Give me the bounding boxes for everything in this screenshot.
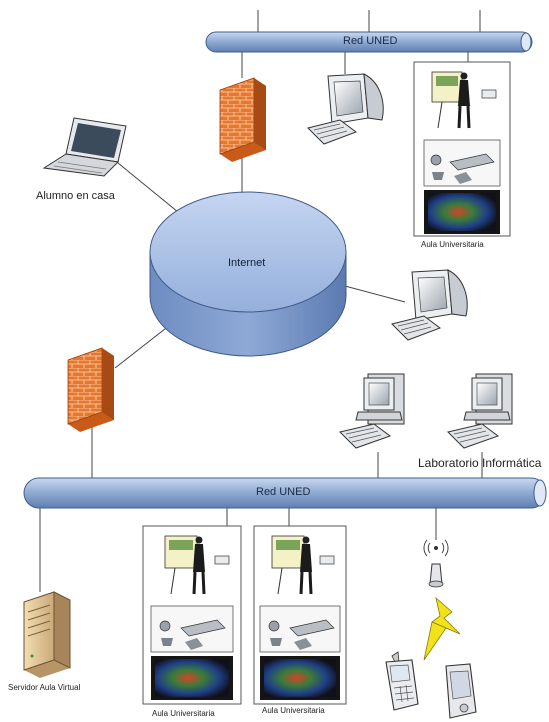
internet-label: Internet xyxy=(228,257,266,269)
classroom-panel-bottom-right xyxy=(253,525,347,705)
bottom-network-bus xyxy=(23,477,547,509)
lightning-icon xyxy=(423,596,461,661)
home-student-label: Alumno en casa xyxy=(36,190,115,202)
classroom-panel-top xyxy=(413,61,511,237)
mobile-phone-icon xyxy=(385,651,419,711)
classroom-bottom-right-label: Aula Universitaria xyxy=(262,706,325,715)
internet-disc xyxy=(149,191,347,357)
classroom-top-label: Aula Universitaria xyxy=(421,240,484,249)
virtual-server-label: Servidor Aula Virtual xyxy=(8,683,81,692)
videoconference-kit-icon xyxy=(423,139,501,187)
display-screen-icon xyxy=(424,190,500,234)
display-screen-icon xyxy=(260,656,340,700)
presenter-icon xyxy=(271,535,335,595)
classroom-bottom-left-label: Aula Universitaria xyxy=(152,709,215,718)
wireless-access-point-icon xyxy=(423,539,449,588)
videoconference-kit-icon xyxy=(259,605,341,653)
firewall-icon xyxy=(67,347,114,432)
firewall-icon xyxy=(219,77,266,162)
desktop-computer-icon xyxy=(447,373,513,449)
connection-lines xyxy=(39,10,483,592)
top-network-bus xyxy=(205,31,533,53)
bottom-bus-label: Red UNED xyxy=(256,486,311,498)
classroom-panel-bottom-left xyxy=(142,525,242,705)
pda-icon xyxy=(445,663,477,719)
videoconference-kit-icon xyxy=(150,605,234,653)
desktop-computer-icon xyxy=(391,269,468,341)
presenter-icon xyxy=(164,535,230,595)
desktop-computer-icon xyxy=(339,373,405,449)
laptop-icon xyxy=(42,117,127,177)
presenter-icon xyxy=(431,71,497,129)
desktop-computer-icon xyxy=(307,73,384,145)
display-screen-icon xyxy=(151,656,233,700)
top-bus-label: Red UNED xyxy=(343,35,398,47)
server-tower-icon xyxy=(23,591,71,678)
computer-lab-label: Laboratorio Informática xyxy=(418,456,542,470)
